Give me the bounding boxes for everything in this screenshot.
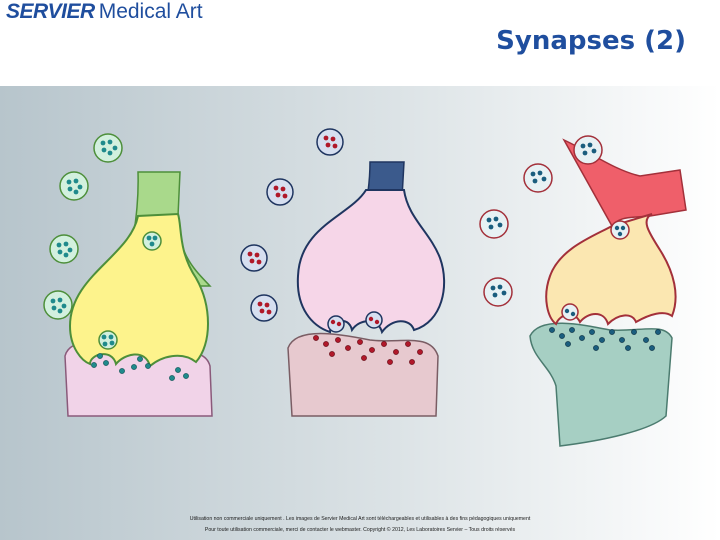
- neuron-synapse-blue-icon: [287, 161, 446, 417]
- synaptic-vesicle-icon: [479, 135, 603, 307]
- synapses-illustration: [0, 86, 720, 540]
- synaptic-vesicle-icon: [43, 133, 123, 320]
- neuron-synapse-yellow-icon: [64, 171, 213, 417]
- copyright-footer: Utilisation non commerciale uniquement .…: [0, 514, 720, 536]
- page-title: Synapses (2): [496, 26, 686, 56]
- footer-line-2: Pour toute utilisation commerciale, merc…: [204, 527, 516, 533]
- footer-line-1: Utilisation non commerciale uniquement .…: [189, 516, 531, 522]
- logo-brand: SERVIER: [6, 0, 95, 23]
- synaptic-vesicle-icon: [240, 128, 344, 322]
- neuron-synapse-red-icon: [529, 138, 687, 447]
- logo-subtitle: Medical Art: [98, 0, 203, 23]
